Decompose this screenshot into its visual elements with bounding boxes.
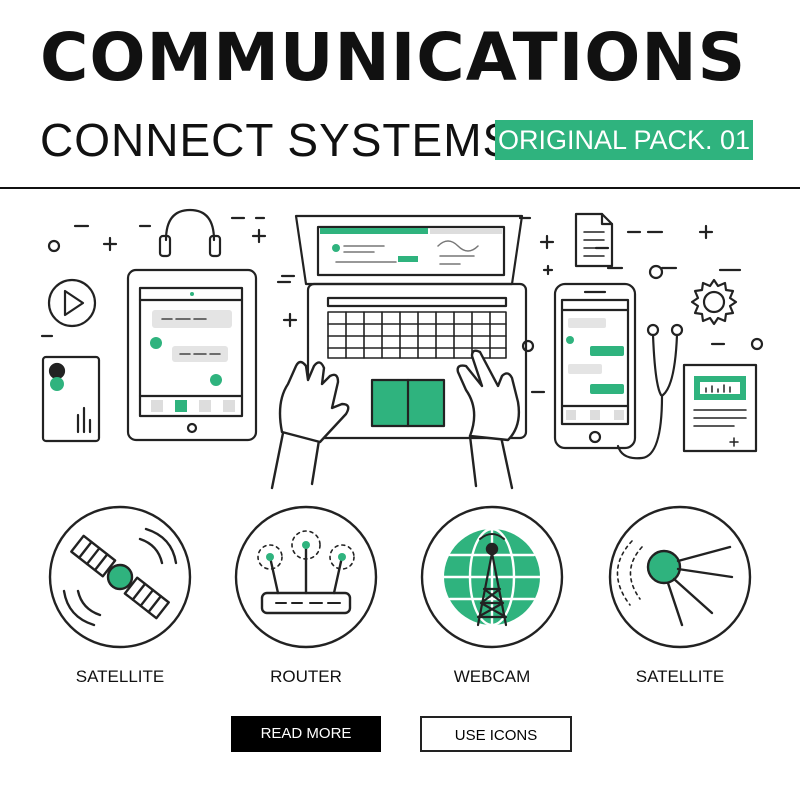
tablet-icon — [126, 268, 258, 442]
router-icon — [234, 505, 378, 649]
page-subtitle: CONNECT SYSTEMS — [40, 114, 515, 166]
credit-card-icon — [41, 355, 101, 443]
communications-illustration — [40, 208, 764, 490]
header-divider — [0, 187, 800, 189]
gear-icon — [690, 278, 738, 326]
earphones-icon — [616, 323, 684, 460]
satellite-icon — [48, 505, 192, 649]
laptop-icon — [294, 214, 528, 440]
webcam-label: WEBCAM — [453, 667, 531, 686]
webcam-icon — [420, 505, 564, 649]
read-more-button[interactable]: READ MORE — [231, 716, 381, 752]
hand-icon — [270, 349, 521, 490]
use-icons-button[interactable]: USE ICONS — [420, 716, 572, 752]
router-label: ROUTER — [270, 667, 342, 686]
pack-badge: ORIGINAL PACK. 01 — [495, 120, 753, 160]
sputnik-label: SATELLITE — [635, 667, 725, 686]
play-icon — [47, 278, 97, 328]
page-title: COMMUNICATIONS — [40, 19, 747, 96]
headphones-icon — [158, 208, 222, 258]
document-icon — [574, 212, 614, 268]
report-icon — [682, 363, 758, 453]
sputnik-icon — [608, 505, 752, 649]
smartphone-icon — [553, 282, 637, 450]
satellite-label: SATELLITE — [75, 667, 165, 686]
